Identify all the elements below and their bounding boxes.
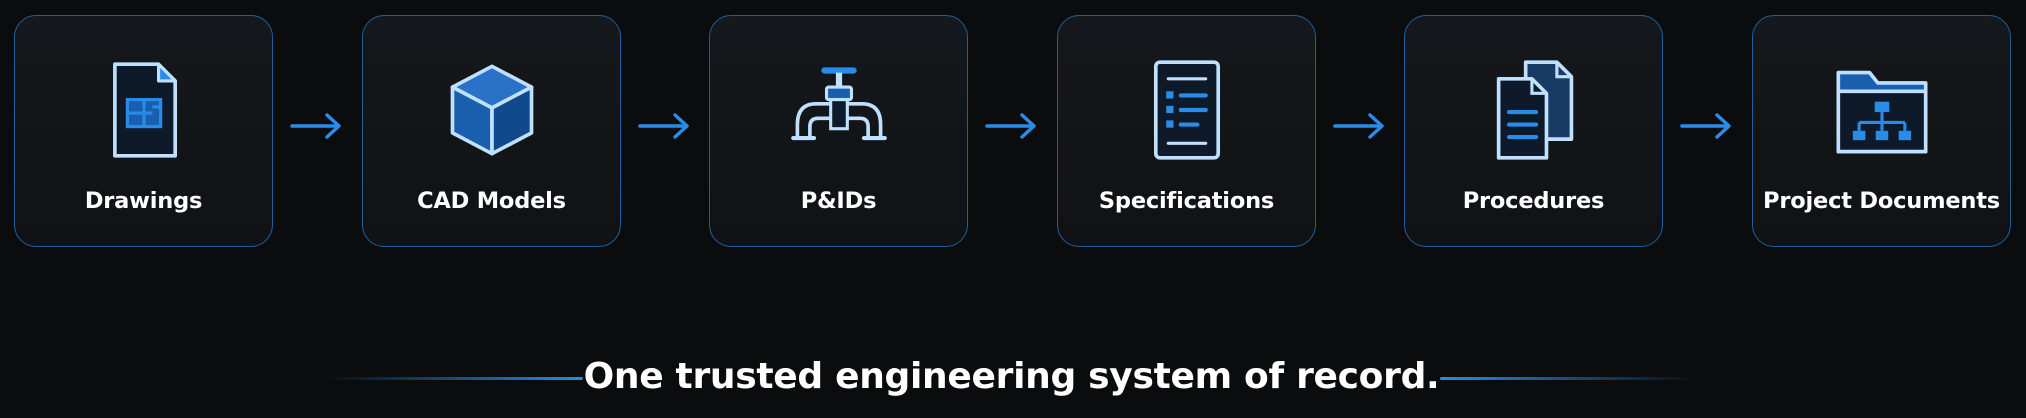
step-card-project-documents: Project Documents: [1752, 15, 2011, 247]
blueprint-document-icon: [112, 62, 177, 158]
step-card-procedures: Procedures: [1404, 15, 1663, 247]
step-label: Procedures: [1462, 188, 1605, 214]
step-card-drawings: Drawings: [14, 15, 273, 247]
tagline-rule-left: [325, 377, 583, 380]
step-label: Specifications: [1098, 188, 1275, 214]
flow-arrow-icon: [985, 113, 1036, 139]
tagline: One trusted engineering system of record…: [583, 356, 1440, 397]
checklist-icon: [1153, 60, 1220, 160]
stacked-documents-icon: [1496, 60, 1573, 160]
flow-arrow-icon: [1680, 113, 1731, 139]
flow-arrow-icon: [638, 113, 689, 139]
step-label: P&IDs: [800, 188, 877, 214]
step-card-specifications: Specifications: [1057, 15, 1316, 247]
step-label: Drawings: [84, 188, 203, 214]
cube-icon: [450, 64, 533, 156]
flow-arrow-icon: [1333, 113, 1384, 139]
step-label: CAD Models: [417, 188, 566, 214]
tagline-row: One trusted engineering system of record…: [0, 350, 2026, 410]
step-card-pids: P&IDs: [709, 15, 968, 247]
folder-hierarchy-icon: [1836, 70, 1927, 154]
step-card-cad-models: CAD Models: [362, 15, 621, 247]
step-label: Project Documents: [1763, 188, 2000, 214]
flow-arrow-icon: [290, 113, 341, 139]
tagline-rule-right: [1440, 377, 1698, 380]
pipe-valve-icon: [790, 67, 887, 141]
